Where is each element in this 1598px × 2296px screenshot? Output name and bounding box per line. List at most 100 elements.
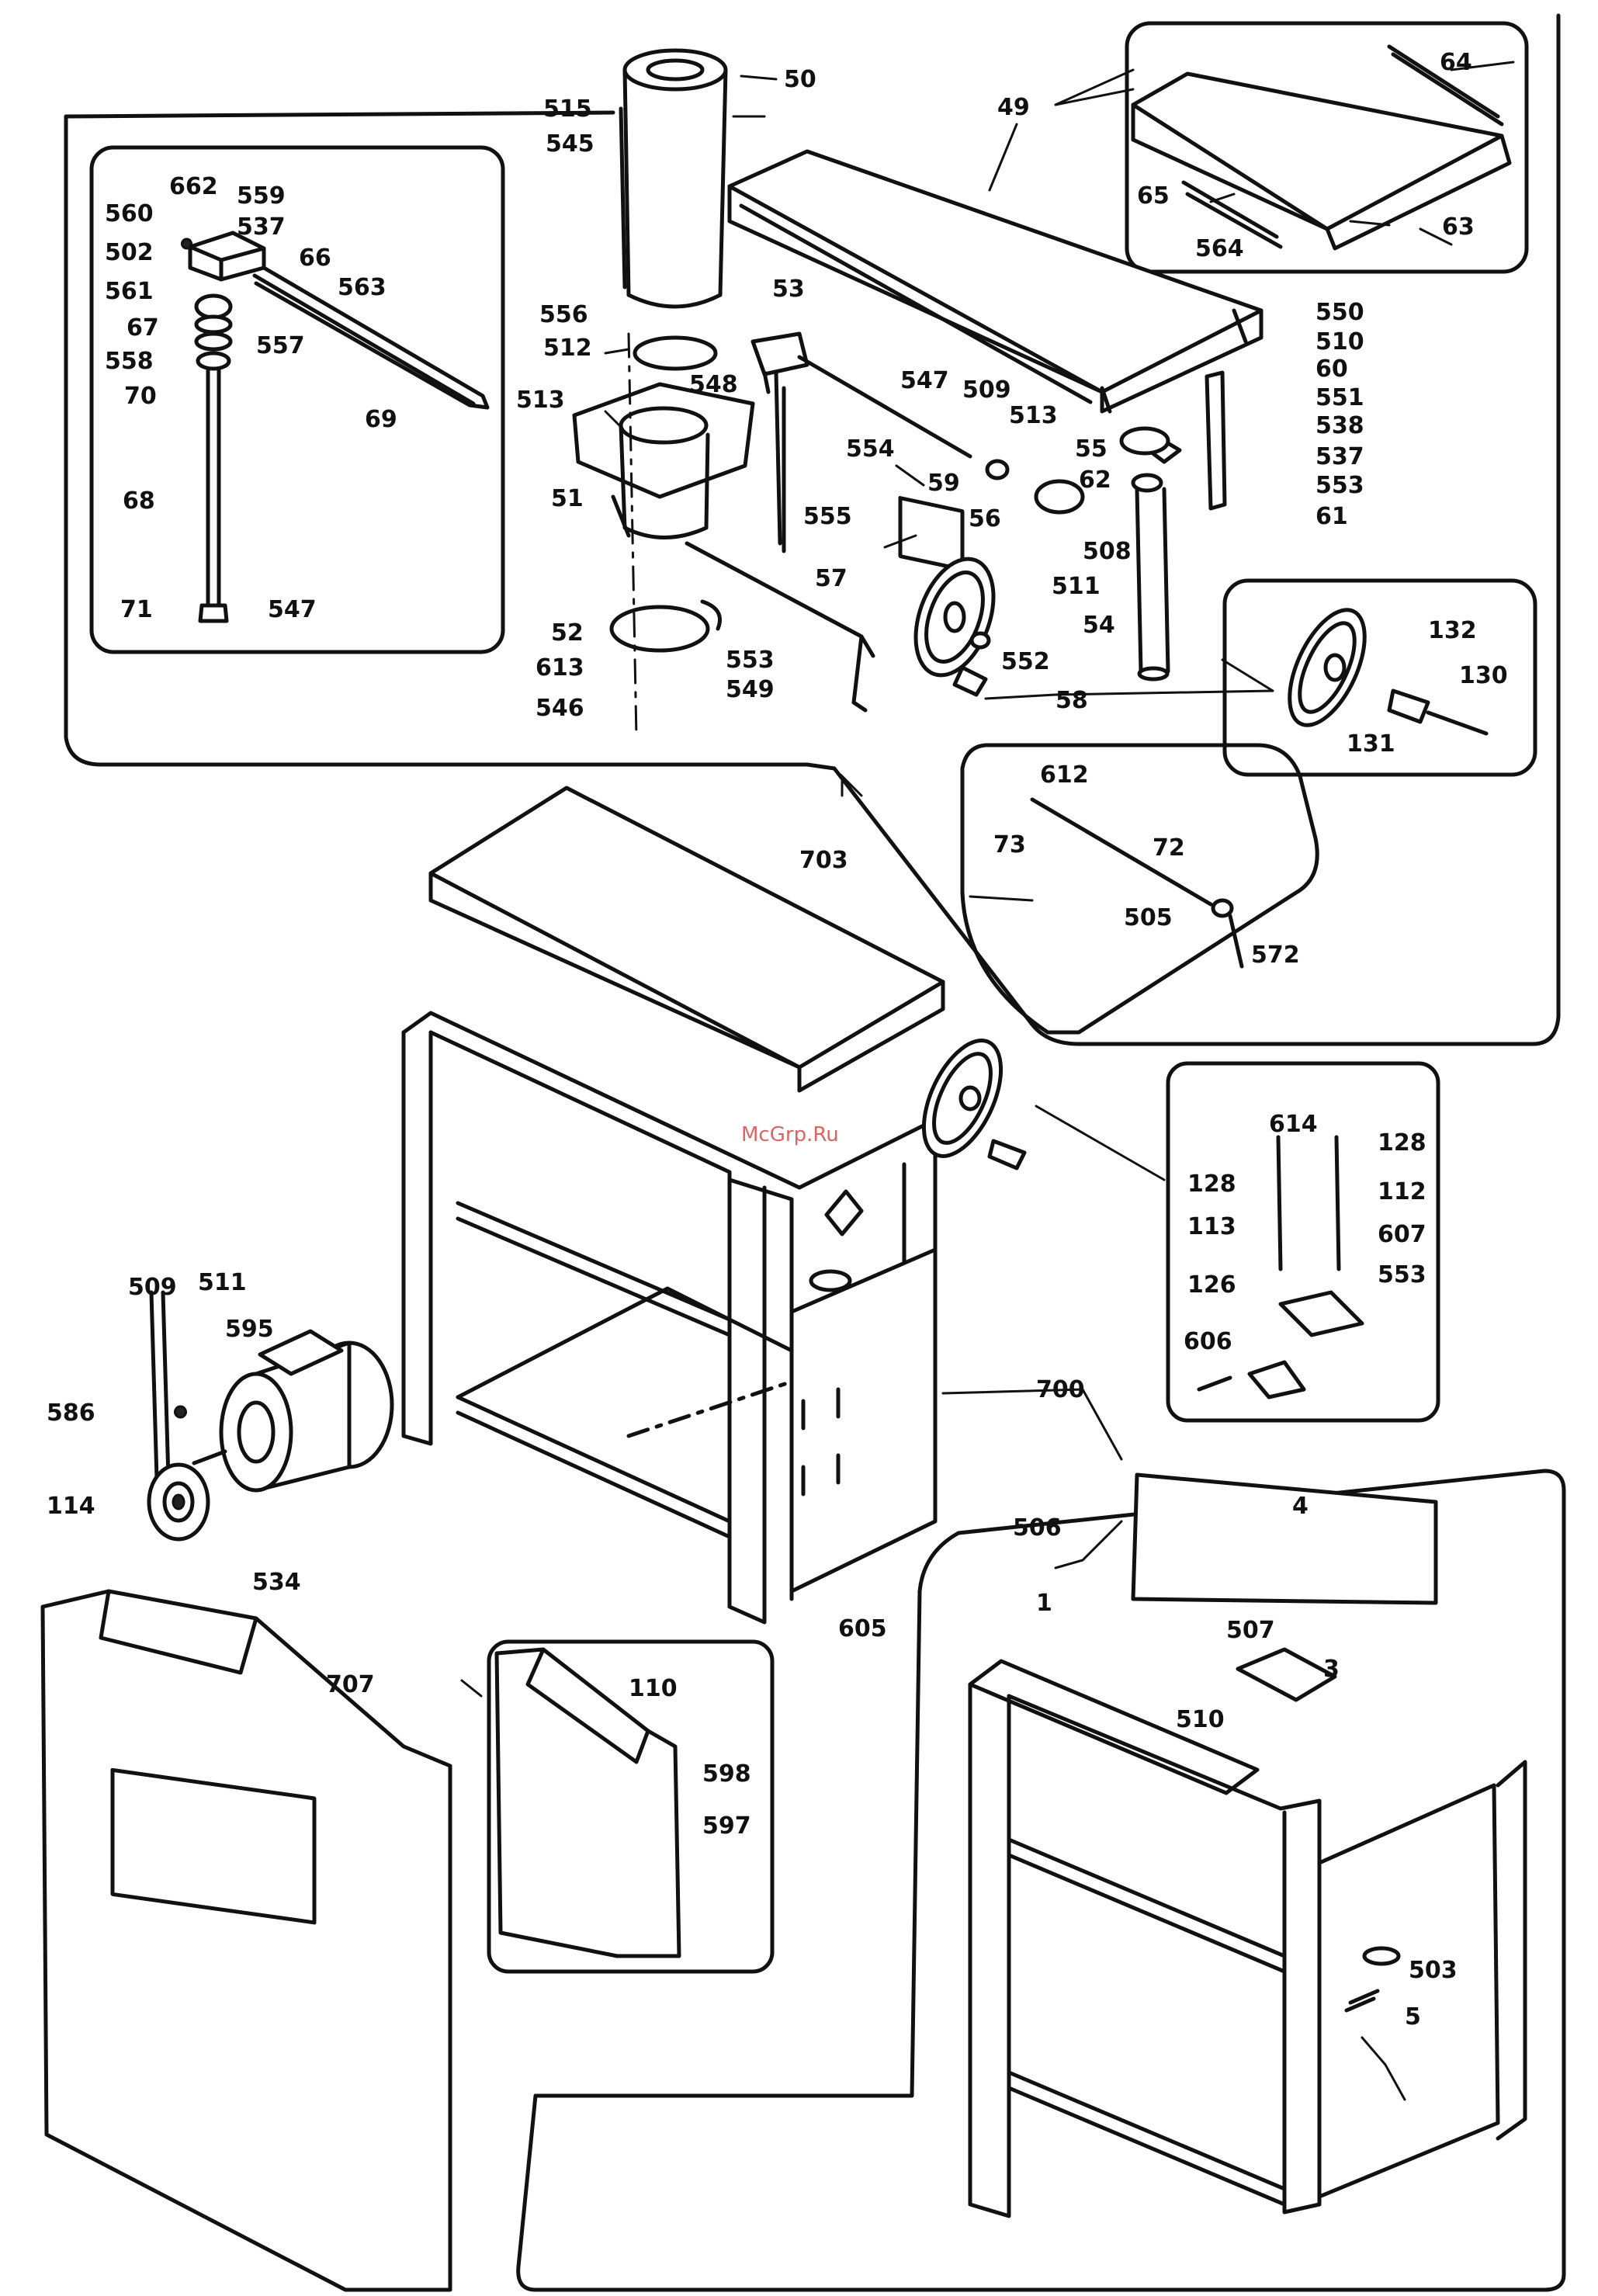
main-table <box>727 149 1263 414</box>
callout-700: 700 <box>1036 1376 1085 1403</box>
callout-61: 61 <box>1315 503 1348 530</box>
callout-64: 64 <box>1440 49 1472 76</box>
callout-508: 508 <box>1083 538 1132 565</box>
callout-560: 560 <box>105 200 154 227</box>
callout-511a: 511 <box>1052 573 1101 600</box>
callout-511b: 511 <box>198 1269 247 1296</box>
callout-509b: 509 <box>128 1274 177 1301</box>
extension-table-detail-box <box>1125 21 1529 274</box>
callout-69: 69 <box>365 406 397 433</box>
watermark-text: McGrp.Ru <box>741 1123 839 1146</box>
base-stand-parts <box>968 1472 1527 2218</box>
height-scale-detail-box <box>1166 1061 1440 1423</box>
callout-606: 606 <box>1184 1328 1232 1355</box>
callout-555: 555 <box>803 503 852 530</box>
callout-70: 70 <box>124 383 157 410</box>
callout-68: 68 <box>123 487 155 515</box>
callout-595: 595 <box>225 1316 274 1343</box>
callout-50: 50 <box>784 66 816 93</box>
callout-55: 55 <box>1075 435 1108 463</box>
callout-563: 563 <box>338 274 387 301</box>
callout-58: 58 <box>1056 687 1088 714</box>
callout-67: 67 <box>127 314 159 342</box>
upper-assembly-group-border <box>64 13 1561 1046</box>
callout-51: 51 <box>551 485 584 512</box>
callout-66: 66 <box>299 245 331 272</box>
callout-65: 65 <box>1137 182 1170 210</box>
callout-510a: 510 <box>1315 328 1364 355</box>
callout-662: 662 <box>169 173 218 200</box>
callout-128b: 128 <box>1378 1129 1426 1157</box>
callout-57: 57 <box>815 565 848 592</box>
callout-549: 549 <box>726 676 775 703</box>
callout-507: 507 <box>1226 1617 1275 1644</box>
motor-assembly <box>147 1290 394 1542</box>
callout-53: 53 <box>772 276 805 303</box>
callout-554: 554 <box>846 435 895 463</box>
callout-556: 556 <box>539 301 588 328</box>
callout-59: 59 <box>927 470 960 497</box>
callout-52: 52 <box>551 619 584 647</box>
callout-62: 62 <box>1079 466 1111 494</box>
callout-502: 502 <box>105 239 154 266</box>
callout-558: 558 <box>105 348 154 375</box>
callout-552: 552 <box>1001 648 1050 675</box>
base-stand-detail-box <box>516 1469 1566 2292</box>
callout-113: 113 <box>1187 1213 1236 1240</box>
callout-labels: 50 515 545 49 64 65 564 63 662 559 560 5… <box>47 49 1508 2031</box>
callout-110: 110 <box>629 1675 678 1702</box>
callout-505: 505 <box>1124 904 1173 931</box>
handwheel-crank-parts <box>898 370 1489 969</box>
callout-63: 63 <box>1442 213 1475 241</box>
callout-73: 73 <box>993 831 1026 858</box>
callout-126: 126 <box>1187 1271 1236 1299</box>
callout-54: 54 <box>1083 612 1115 639</box>
callout-546: 546 <box>536 695 584 722</box>
callout-548: 548 <box>689 371 738 398</box>
callout-510b: 510 <box>1176 1706 1225 1733</box>
callout-503: 503 <box>1409 1957 1458 1984</box>
upper-assembly-top-edge <box>64 110 615 119</box>
crank-rod-detail-box <box>960 743 1319 1035</box>
callout-605: 605 <box>838 1615 887 1642</box>
callout-3: 3 <box>1323 1656 1340 1683</box>
callout-561: 561 <box>105 278 154 305</box>
callout-509a: 509 <box>962 376 1011 404</box>
callout-538: 538 <box>1315 412 1364 439</box>
callout-553a: 553 <box>726 647 775 674</box>
callout-1: 1 <box>1036 1590 1052 1617</box>
callout-4: 4 <box>1292 1493 1309 1520</box>
callout-614: 614 <box>1269 1111 1318 1138</box>
callout-557: 557 <box>256 332 305 359</box>
callout-598: 598 <box>702 1760 751 1788</box>
callout-112: 112 <box>1378 1178 1426 1205</box>
belt-guard <box>40 1589 681 2292</box>
callout-572: 572 <box>1251 942 1300 969</box>
callout-72: 72 <box>1153 834 1185 862</box>
callout-132: 132 <box>1428 617 1477 644</box>
callout-513b: 513 <box>1009 402 1058 429</box>
callout-515: 515 <box>543 95 592 123</box>
callout-564: 564 <box>1195 235 1244 262</box>
callout-131: 131 <box>1347 730 1395 758</box>
belt-guard-detail-box <box>487 1639 775 1974</box>
callout-130: 130 <box>1459 662 1508 689</box>
callout-612: 612 <box>1040 761 1089 789</box>
callout-547b: 547 <box>900 367 949 394</box>
callout-128a: 128 <box>1187 1171 1236 1198</box>
callout-537a: 537 <box>237 213 286 241</box>
extension-table <box>1131 44 1512 251</box>
callout-534: 534 <box>252 1569 301 1596</box>
callout-551: 551 <box>1315 384 1364 411</box>
callout-49: 49 <box>997 94 1030 121</box>
callout-550: 550 <box>1315 299 1364 326</box>
callout-703: 703 <box>799 847 848 874</box>
column-detail-parts <box>181 231 490 623</box>
callout-553c: 553 <box>1378 1261 1426 1288</box>
callout-71: 71 <box>120 596 153 623</box>
handwheel-detail-box <box>1222 578 1537 777</box>
callout-707: 707 <box>326 1671 375 1698</box>
callout-5: 5 <box>1405 2003 1421 2031</box>
column-detail-box <box>89 145 505 654</box>
